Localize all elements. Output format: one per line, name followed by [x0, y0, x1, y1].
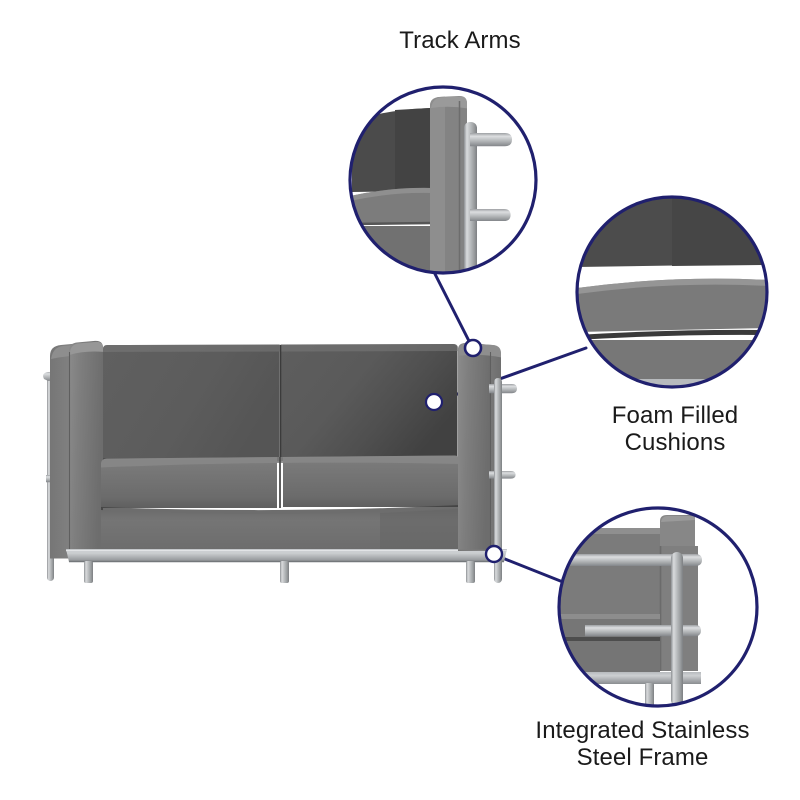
back-cushion-left — [103, 344, 280, 462]
zoom3-seat-cushion-shadow — [559, 637, 660, 641]
zoom3-steel-bar-lower — [585, 625, 701, 637]
bubble-outline-foam — [575, 195, 769, 389]
zoom2-base-panel — [577, 340, 767, 385]
zoom1-steel-post — [464, 122, 477, 273]
callout-label-track-arms: Track Arms — [399, 27, 521, 54]
zoom1-back-cushion-shade — [395, 108, 430, 191]
zoom2-seat-cushion-top-highlight — [577, 278, 767, 294]
zoom1-arm-column-left-edge — [430, 96, 445, 273]
anchor-dot-steel-frame[interactable] — [484, 544, 504, 564]
seat-cushion-right — [283, 455, 460, 507]
zoom3-steel-post — [671, 552, 683, 706]
zoom1-steel-bar-lower — [470, 209, 511, 221]
right-arm-front-panel — [458, 343, 490, 550]
zoom1-seat-cushion — [350, 187, 432, 225]
left-arm-front-highlight — [70, 341, 103, 355]
steel-side-post-right — [494, 378, 502, 583]
steel-leg-front-left — [84, 561, 93, 583]
bubble-outline-track-arms — [348, 85, 538, 275]
callout-anchor-dots — [424, 338, 504, 564]
zoom1-arm-column-top — [431, 96, 467, 109]
zoom3-arm-top-highlight — [661, 516, 695, 522]
callout-bubble-steel-frame[interactable] — [557, 506, 759, 708]
bubble-content-frame — [559, 508, 757, 706]
back-cushion-right — [281, 344, 458, 461]
loveseat-illustration — [43, 340, 517, 583]
zoom3-seat-cushion-highlight — [559, 614, 660, 619]
connector-track-arms — [432, 270, 472, 345]
zoom2-back-cushion-shade — [672, 197, 767, 266]
zoom1-seat-seam — [350, 221, 434, 226]
anchor-dot-track-arms[interactable] — [463, 338, 483, 358]
seat-cushion-left — [101, 457, 277, 508]
zoom3-steel-bar-upper — [562, 554, 702, 566]
zoom1-base-panel — [350, 226, 434, 273]
zoom2-seat-cushion — [577, 278, 767, 332]
steel-arm-bar-right-upper — [489, 384, 517, 394]
zoom1-steel-bar-upper — [470, 133, 512, 147]
zoom2-seat-cushion-seam — [577, 329, 767, 340]
zoom3-back-panel-top-highlight — [559, 528, 660, 534]
zoom1-seat-highlight — [350, 187, 432, 201]
stainless-steel-base-rail — [66, 549, 507, 562]
left-arm-front-panel — [69, 340, 103, 551]
callout-label-integrated-stainless-steel-frame: Integrated Stainless Steel Frame — [535, 717, 750, 771]
front-base-panel — [101, 508, 460, 549]
callout-label-foam-filled-cushions: Foam Filled Cushions — [611, 402, 739, 456]
bubble-content-track-arms — [350, 87, 536, 273]
zoom3-steel-leg — [645, 683, 654, 706]
steel-leg-front-center — [280, 561, 289, 583]
bubble-outline-frame — [557, 506, 759, 708]
front-base-panel-shading — [380, 509, 460, 551]
zoom3-arm-top-block — [660, 515, 695, 549]
steel-leg-front-right — [466, 561, 475, 583]
steel-arm-bar-right-lower — [488, 471, 516, 479]
anchor-dot-foam-cushions[interactable] — [424, 392, 444, 412]
callout-bubble-foam-cushions[interactable] — [575, 195, 769, 389]
callout-bubble-track-arms[interactable] — [348, 85, 538, 275]
